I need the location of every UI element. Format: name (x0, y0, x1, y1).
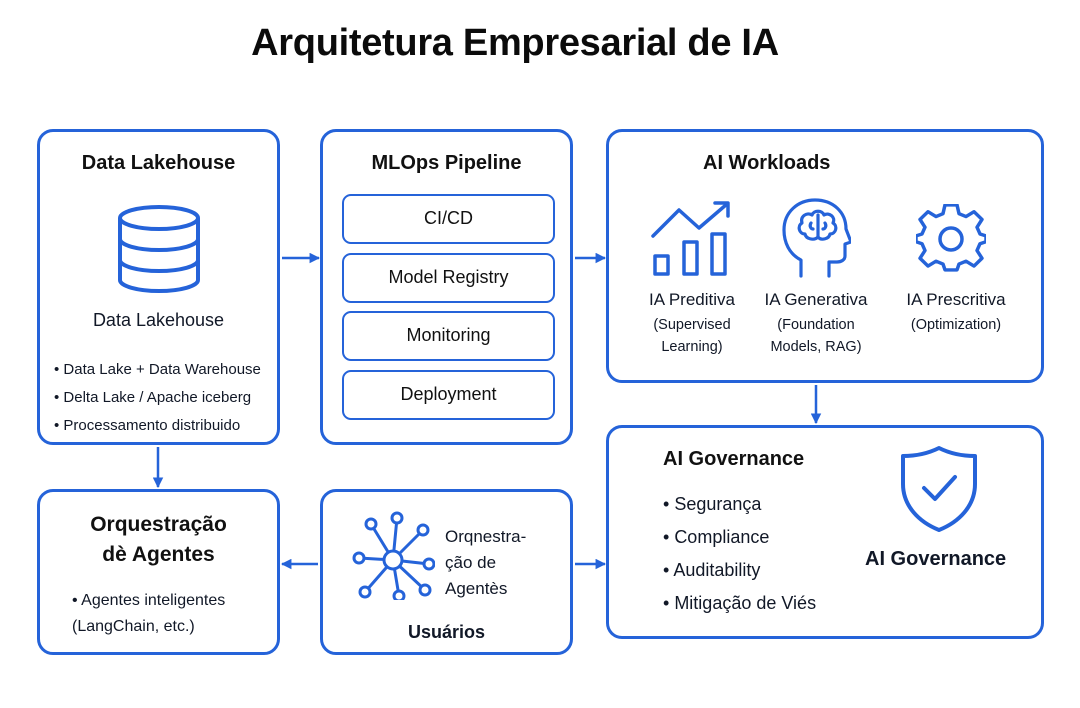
orchestration-item: Agentes inteligentes (LangChain, etc.) (72, 588, 225, 640)
list-item: (LangChain, etc.) (72, 618, 195, 635)
orchestration-box: Orquestração dè Agentes Agentes intelige… (37, 489, 280, 655)
pipeline-step-cicd: CI/CD (342, 194, 555, 244)
mlops-pipeline-heading: MLOps Pipeline (371, 152, 522, 174)
diagram-title: Arquitetura Empresarial de IA (251, 22, 779, 64)
workload-sub-line: Learning) (661, 339, 723, 355)
brain-head-icon (782, 198, 851, 278)
ai-governance-label: AI Governance (865, 548, 1007, 570)
list-item: Data Lake + Data Warehouse (54, 356, 260, 384)
network-icon (352, 511, 435, 600)
workload-sub-line: (Supervised (653, 317, 731, 333)
workload-sub-prescritiva: (Optimization) (891, 314, 1021, 336)
data-lakehouse-list: Data Lake + Data Warehouse Delta Lake / … (54, 356, 261, 440)
orchestration-heading-line: Orquestração (90, 513, 227, 536)
pipeline-step-monitoring: Monitoring (342, 311, 555, 361)
users-text-line: Orqnestra- (445, 527, 527, 546)
workload-sub-generativa: (Foundation Models, RAG) (751, 314, 881, 358)
workload-label-preditiva: IA Preditiva (649, 290, 735, 309)
workload-sub-preditiva: (Supervised Learning) (629, 314, 755, 358)
list-item: Segurança (663, 488, 816, 521)
database-icon (118, 205, 200, 293)
growth-chart-icon (651, 201, 730, 276)
data-lakehouse-subtitle: Data Lakehouse (92, 310, 225, 330)
list-item: Mitigação de Viés (663, 587, 816, 620)
workload-sub-line: Models, RAG) (770, 339, 862, 355)
pipeline-step-deployment: Deployment (342, 370, 555, 420)
users-label: Usuários (407, 622, 486, 642)
shield-check-icon (901, 446, 977, 532)
workload-sub-line: (Foundation (777, 317, 855, 333)
list-item: Compliance (663, 521, 816, 554)
users-text-line: ção de (445, 553, 497, 572)
orchestration-heading: Orquestração dè Agentes (40, 510, 277, 570)
ai-workloads-heading: AI Workloads (703, 152, 831, 174)
users-box: Orqnestra- ção de Agentès Usuários (320, 489, 573, 655)
list-item: Auditability (663, 554, 816, 587)
orchestration-heading-line: dè Agentes (102, 543, 215, 566)
ai-workloads-box: AI Workloads IA Preditiva (Supervised Le… (606, 129, 1044, 383)
mlops-pipeline-box: MLOps Pipeline CI/CD Model Registry Moni… (320, 129, 573, 445)
users-network-text: Orqnestra- ção de Agentès (445, 524, 526, 602)
data-lakehouse-heading: Data Lakehouse (81, 152, 236, 174)
list-item: Processamento distribuido (54, 412, 261, 440)
workload-label-generativa: IA Generativa (764, 290, 868, 309)
ai-governance-list: Segurança Compliance Auditability Mitiga… (663, 488, 816, 620)
gear-icon (916, 204, 986, 272)
list-item: Agentes inteligentes (72, 588, 225, 614)
ai-governance-heading: AI Governance (663, 448, 805, 470)
pipeline-step-model-registry: Model Registry (342, 253, 555, 303)
list-item: Delta Lake / Apache iceberg (54, 384, 261, 412)
data-lakehouse-box: Data Lakehouse Data Lakehouse Data Lake … (37, 129, 280, 445)
workload-label-prescritiva: IA Prescritiva (906, 290, 1006, 309)
workload-sub-line: (Optimization) (910, 317, 1002, 333)
users-text-line: Agentès (445, 579, 508, 598)
ai-governance-box: AI Governance Segurança Compliance Audit… (606, 425, 1044, 639)
